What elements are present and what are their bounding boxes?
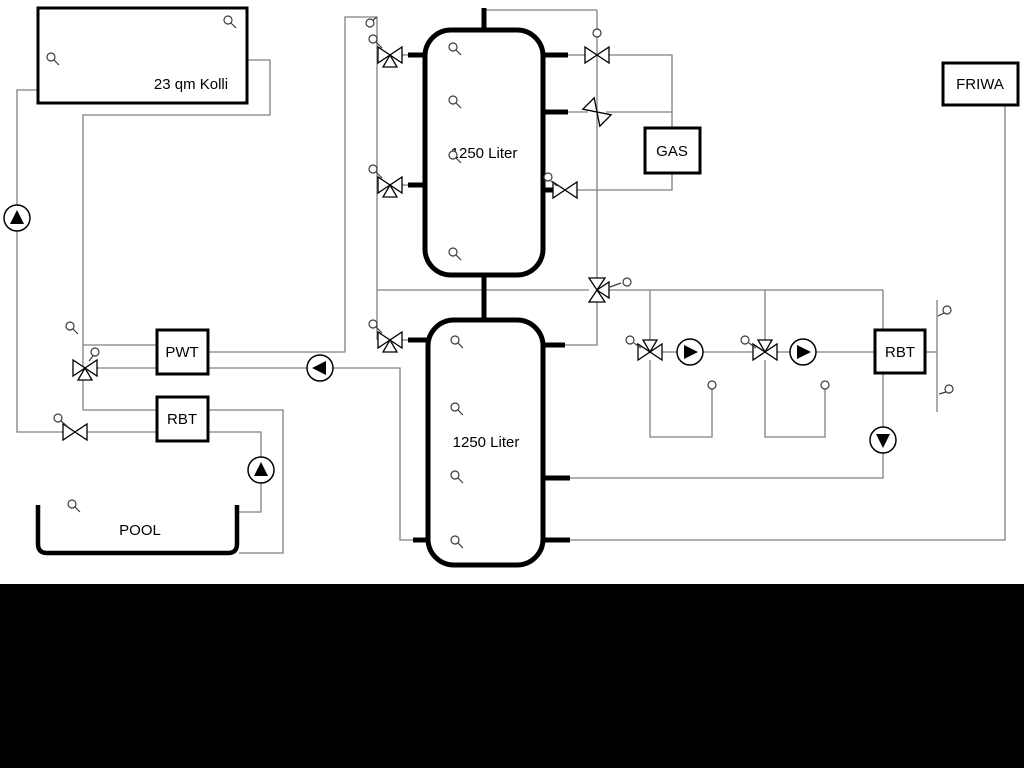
gas-label: GAS	[656, 143, 688, 160]
buffer-tank-1-label: 1250 Liter	[451, 145, 518, 162]
valve-heating-circuit-1	[625, 335, 663, 361]
valve-pwt-primary	[72, 347, 100, 381]
circuit1-loop-sensor-icon	[707, 380, 717, 390]
pipe-rbt-right-down-b	[570, 453, 884, 479]
gas-box	[643, 126, 702, 175]
pwt-box	[155, 328, 210, 376]
manifold-top-sensor-stem	[372, 16, 378, 21]
valve-boiler-flow	[584, 28, 610, 64]
tank2-sensor-3-icon	[450, 470, 460, 480]
rbt-left-heat-exchanger: RBT	[155, 395, 210, 443]
rbt-right-heat-exchanger: RBT	[873, 305, 954, 395]
pipe-pwt-to-manifold	[208, 16, 377, 353]
pipe-gas-return	[577, 173, 673, 191]
tank2-sensor-4-icon	[450, 535, 460, 545]
manifold-top-sensor-icon	[365, 18, 375, 28]
tank-connection-stubs	[408, 8, 570, 543]
collector-sensor2-stem	[53, 59, 60, 66]
pump-pwt-icon	[306, 354, 334, 382]
pwt-heat-exchanger: PWT	[155, 328, 210, 376]
pwt-label: PWT	[165, 344, 198, 361]
friwa-label: FRIWA	[956, 76, 1004, 93]
pump-circuit-2-icon	[789, 338, 817, 366]
buffer-tank-2-body	[425, 317, 546, 568]
valve-heating-circuit-2	[740, 335, 778, 361]
friwa-station: FRIWA	[941, 61, 1020, 107]
rbt-left-box	[155, 395, 210, 443]
rbt-right-label: RBT	[885, 344, 915, 361]
solar-collector-box	[36, 6, 249, 105]
tank1-sensor-3-stem	[455, 157, 462, 164]
tank1-sensor-2-stem	[455, 102, 462, 109]
rbt-right-sensor-bottom-stem	[938, 391, 947, 395]
pwt-inlet-sensor-icon	[65, 321, 75, 331]
pipe-pwt-return-b	[333, 367, 415, 541]
collector-sensor2-icon	[46, 52, 56, 62]
buffer-tank-2-label: 1250 Liter	[453, 434, 520, 451]
pipe-solar-return	[16, 89, 63, 433]
pipe-network	[16, 9, 1006, 554]
solar-collector: 23 qm Kolli	[36, 6, 249, 105]
tank2-sensor-4-stem	[457, 542, 464, 549]
valve-boiler-return	[543, 172, 578, 199]
rbt-right-sensor-top-icon	[942, 305, 952, 315]
pipe-pool-return-b	[208, 431, 262, 457]
friwa-box	[941, 61, 1020, 107]
tank1-sensor-2-icon	[448, 95, 458, 105]
tank1-sensor-4-stem	[455, 254, 462, 261]
tank1-sensor-1-stem	[455, 49, 462, 56]
tank1-sensor-4-icon	[448, 247, 458, 257]
rbt-left-label: RBT	[167, 411, 197, 428]
tank2-sensor-1-stem	[457, 342, 464, 349]
pipe-circuit1-loop	[649, 360, 713, 438]
valve-tank1-charge-mid	[368, 164, 403, 198]
buffer-tank-2: 1250 Liter	[425, 317, 546, 568]
valve-rbt-left-primary	[53, 413, 88, 441]
valve-tank2-charge-top	[368, 319, 403, 353]
valve-distribution	[588, 277, 632, 303]
gas-boiler: GAS	[643, 126, 702, 175]
pump-solar-icon	[3, 204, 31, 232]
tank2-sensor-2-icon	[450, 402, 460, 412]
buffer-tank-1-body	[422, 27, 546, 278]
valve-tank1-charge-top	[368, 34, 403, 68]
collector-sensor-stem	[230, 22, 237, 29]
pool-label: POOL	[119, 522, 161, 539]
pipe-to-tank2-right-top	[565, 302, 598, 346]
pipe-pool-return-a	[237, 483, 262, 513]
tank2-sensor-2-stem	[457, 409, 464, 416]
pwt-inlet-sensor-stem	[72, 328, 79, 335]
buffer-tank-1: 1250 Liter	[422, 27, 546, 278]
pump-pool-icon	[247, 456, 275, 484]
rbt-right-box	[873, 328, 927, 375]
tank1-sensor-3-icon	[448, 150, 458, 160]
collector-sensor-icon	[223, 15, 233, 25]
rbt-right-sensor-top-stem	[937, 312, 945, 317]
pipe-to-gas-top	[609, 54, 673, 128]
circuit2-loop-sensor-icon	[820, 380, 830, 390]
pipe-circuit2-loop	[764, 360, 826, 438]
pipe-friwa-return	[570, 105, 1006, 541]
pump-circuit-1-icon	[676, 338, 704, 366]
solar-collector-label: 23 qm Kolli	[154, 76, 228, 93]
rbt-right-sensor-bottom-icon	[944, 384, 954, 394]
bottom-black-band	[0, 584, 1024, 768]
pool-basin: POOL	[35, 499, 240, 556]
tank2-sensor-3-stem	[457, 477, 464, 484]
tank2-sensor-1-icon	[450, 335, 460, 345]
pipe-solar-supply	[82, 59, 271, 411]
pool-sensor-stem	[74, 506, 81, 513]
tank1-sensor-1-icon	[448, 42, 458, 52]
pipe-pool-supply	[208, 409, 284, 554]
pool-sensor-icon	[67, 499, 77, 509]
pool-walls	[35, 505, 240, 556]
pump-rbt-right-icon	[869, 426, 897, 454]
